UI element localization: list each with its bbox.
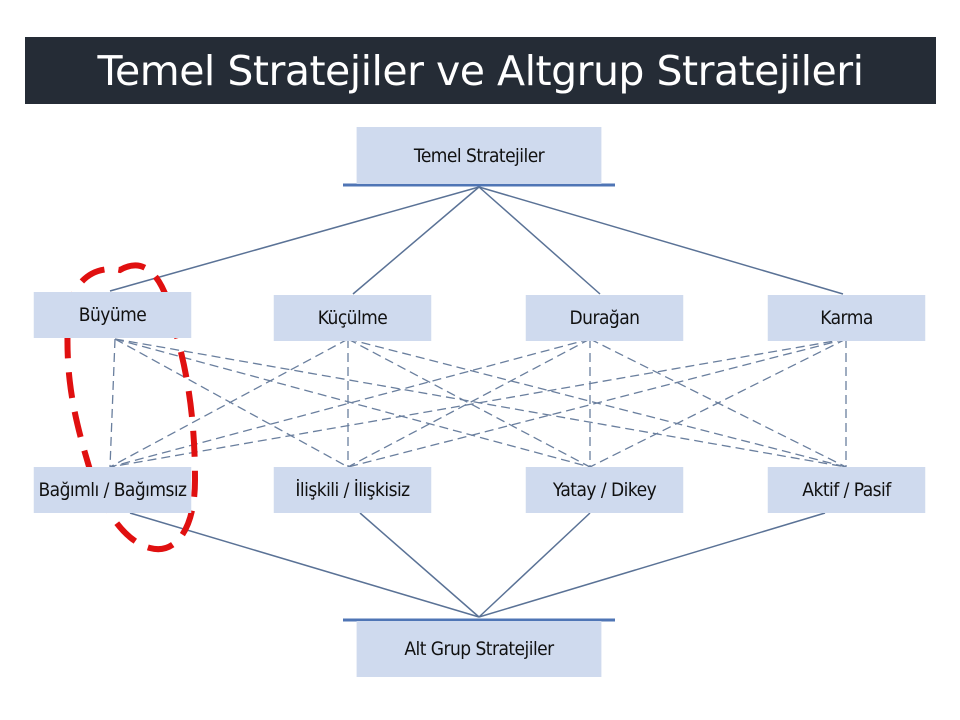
cross-connector bbox=[347, 338, 847, 468]
cross-connector bbox=[347, 338, 591, 468]
cross-connector bbox=[109, 338, 349, 468]
sub-strategy-aktif: Aktif / Pasif bbox=[767, 467, 926, 513]
main-strategy-buyume: Büyüme bbox=[33, 292, 192, 338]
cross-connector bbox=[589, 338, 847, 468]
cross-connector bbox=[114, 338, 349, 468]
root-connector bbox=[478, 186, 601, 295]
slide-title: Temel Stratejiler ve Altgrup Stratejiler… bbox=[25, 37, 936, 104]
subroot-connector bbox=[359, 512, 480, 618]
cross-connector bbox=[347, 338, 591, 468]
main-strategy-duragan: Durağan bbox=[525, 295, 684, 341]
root-box: Temel Stratejiler bbox=[356, 127, 602, 184]
cross-connector bbox=[109, 338, 847, 468]
main-strategy-kuculme: Küçülme bbox=[273, 295, 432, 341]
subroot-connector bbox=[478, 512, 591, 618]
root-connector bbox=[478, 186, 844, 295]
subroot-connector bbox=[478, 512, 826, 618]
subroot-connector bbox=[129, 512, 480, 618]
sub-strategy-iliskili: İlişkili / İlişkisiz bbox=[273, 467, 432, 513]
sub-strategy-bagimli: Bağımlı / Bağımsız bbox=[33, 467, 192, 513]
subroot-box: Alt Grup Stratejiler bbox=[356, 621, 602, 677]
cross-connector bbox=[109, 338, 116, 468]
root-connector bbox=[352, 186, 480, 295]
main-strategy-karma: Karma bbox=[767, 295, 926, 341]
sub-strategy-yatay: Yatay / Dikey bbox=[525, 467, 684, 513]
cross-connector bbox=[109, 338, 591, 468]
root-connector bbox=[109, 186, 480, 292]
